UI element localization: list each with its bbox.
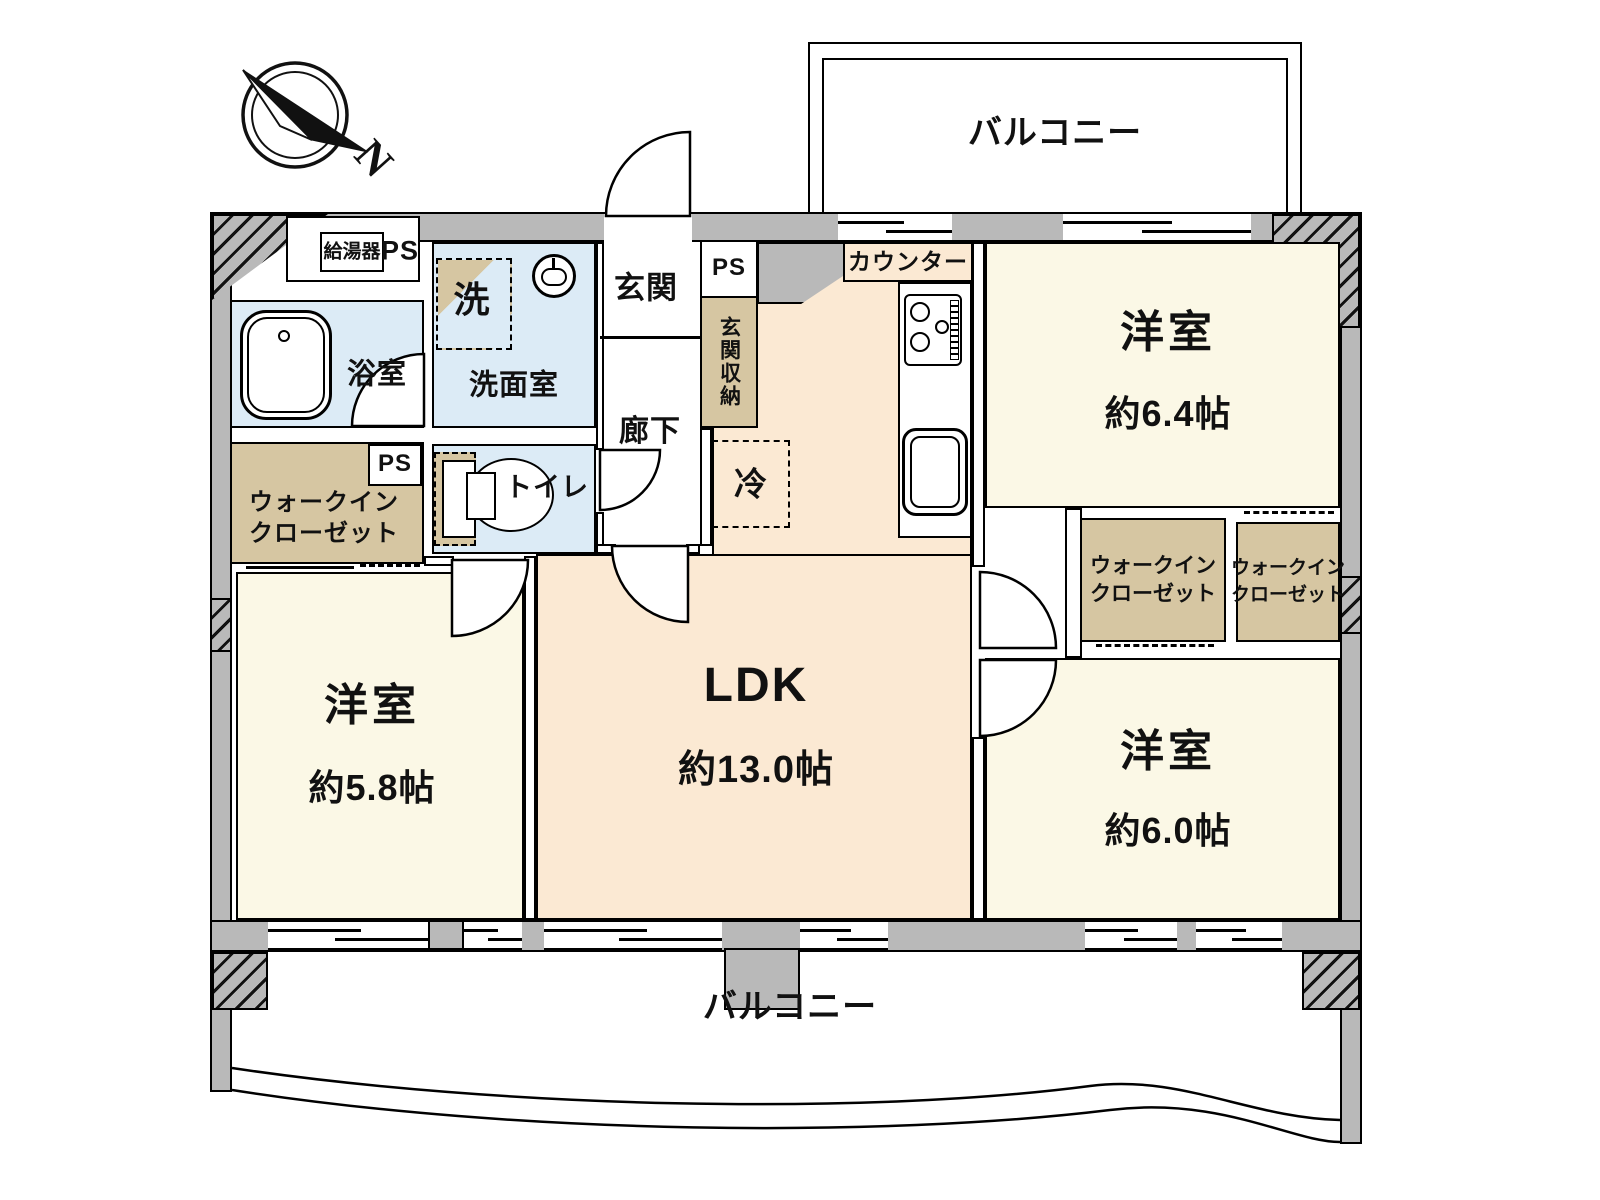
room58-size-label: 約5.8帖: [308, 767, 436, 808]
room60-name-label: 洋室: [1120, 727, 1216, 776]
wall-hall-left-lower: [596, 512, 604, 556]
fridge-label: 冷: [734, 465, 768, 503]
ps-mid-label: PS: [711, 254, 747, 281]
window-bottom-ldk-a: [544, 920, 722, 950]
stove-burner-2: [910, 332, 930, 352]
wic-right-label-2: クローゼット: [1230, 584, 1346, 606]
water-heater-label: 給湯器: [323, 241, 381, 263]
door-arc-front: [604, 130, 692, 218]
stove-burner-1: [910, 302, 930, 322]
toilet-seat: [466, 472, 496, 520]
wall-hall-ldk: [700, 428, 712, 546]
counter-label-box: [843, 242, 973, 282]
hatch-left-strip: [210, 598, 232, 652]
kitchen-sink-inner: [910, 436, 960, 508]
door-arc-toilet: [598, 448, 662, 512]
washroom-sink-bowl: [541, 268, 567, 286]
western-room-6-0: [985, 658, 1340, 920]
wic-right-label-1: ウォークイン: [1230, 557, 1346, 579]
water-heater-box: [320, 232, 384, 272]
compass-ring-outer: [241, 61, 349, 169]
wic-mid-label-1: ウォークイン: [1090, 554, 1216, 578]
window-bottom-room58-a: [268, 920, 428, 950]
wall-hall-bottom-stub-right: [686, 544, 700, 554]
ldk-size-label: 約13.0帖: [678, 749, 834, 791]
washroom-sink: [532, 254, 576, 298]
closet-door-dashed: [360, 564, 420, 567]
room60-size-label: 約6.0帖: [1104, 810, 1232, 851]
room58-name-label: 洋室: [324, 681, 420, 730]
compass-needle-light: [242, 69, 313, 141]
compass-ring-inner: [251, 71, 339, 159]
walk-in-closet-right: [1236, 522, 1340, 642]
wic-right-door-dashed: [1244, 511, 1334, 514]
toilet-label: トイレ: [505, 472, 589, 503]
washroom-label: 洗面室: [468, 369, 560, 402]
western-room-6-4: [985, 242, 1340, 508]
wic-left-label-1: ウォークイン: [249, 489, 399, 516]
ps-left-label: PS: [377, 450, 413, 477]
wic-left-label-2: クローゼット: [249, 520, 399, 547]
wall-58-top-stub: [424, 556, 454, 566]
bathtub-inner: [247, 317, 325, 413]
entrance-storage-label: 玄関収納: [717, 316, 741, 408]
stove-burner-3: [935, 320, 949, 334]
walk-in-closet-mid: [1080, 518, 1226, 642]
wall-ldk-right-upper: [972, 242, 985, 567]
balcony-pillar: [724, 948, 800, 1010]
western-room-5-8: [236, 572, 524, 920]
stove-grill: [950, 300, 959, 360]
refrigerator-box: [712, 440, 790, 528]
balcony-top-label: バルコニー: [967, 114, 1143, 152]
bathtub-drain: [278, 330, 290, 342]
bath-label: 浴室: [346, 358, 408, 391]
window-bottom-room60-a: [1085, 920, 1177, 950]
wall-hall-left-upper: [596, 242, 604, 450]
pipe-space-left-box: [368, 444, 422, 486]
balcony-top-inner: [822, 58, 1288, 216]
compass: N: [241, 61, 403, 187]
ldk-name-label: LDK: [703, 659, 809, 712]
ldk-room: [536, 554, 972, 920]
window-bottom-room58-b: [464, 920, 522, 950]
washroom-sink-stem: [552, 258, 555, 270]
compass-north-label: N: [345, 130, 403, 187]
entrance-storage-box: [700, 296, 758, 428]
wall-58-ldk: [524, 556, 536, 920]
closet-door-solid: [246, 566, 354, 569]
front-door-opening: [604, 214, 692, 242]
ps-top-label: PS: [380, 235, 420, 266]
window-bottom-ldk-b: [800, 920, 888, 950]
window-bottom-room60-b: [1196, 920, 1282, 950]
compass-needle-dark: [242, 69, 369, 153]
hatch-bottom-left: [212, 952, 268, 1010]
door-arc-wic-passage: [978, 570, 1058, 650]
entrance-label: 玄関: [614, 270, 678, 306]
window-top-kitchen: [838, 212, 952, 242]
hatch-right-strip: [1340, 576, 1362, 634]
wall-hall-bottom-stub-left: [596, 544, 616, 554]
pipe-space-mid-box: [700, 240, 758, 298]
hatch-bottom-right: [1302, 952, 1360, 1010]
wic-mid-label-2: クローゼット: [1090, 582, 1216, 606]
balcony-curve-inner: [231, 1088, 1341, 1144]
entrance-step-line: [600, 336, 700, 339]
window-top-room64: [1063, 212, 1251, 242]
washing-machine-box: [436, 258, 512, 350]
wall-ldk-right-lower: [972, 737, 985, 920]
wall-wic-alcove: [1065, 508, 1082, 658]
wic-mid-door-dashed: [1096, 644, 1214, 647]
washer-label: 洗: [453, 279, 491, 320]
hallway-label: 廊下: [619, 415, 681, 448]
wall-left: [210, 212, 232, 952]
room64-name-label: 洋室: [1120, 308, 1216, 357]
balcony-bottom-label: バルコニー: [702, 988, 878, 1026]
room64-size-label: 約6.4帖: [1104, 393, 1232, 434]
counter-label: カウンター: [848, 248, 968, 275]
balcony-curve-outer: [231, 1066, 1341, 1122]
window-pier: [428, 920, 464, 950]
